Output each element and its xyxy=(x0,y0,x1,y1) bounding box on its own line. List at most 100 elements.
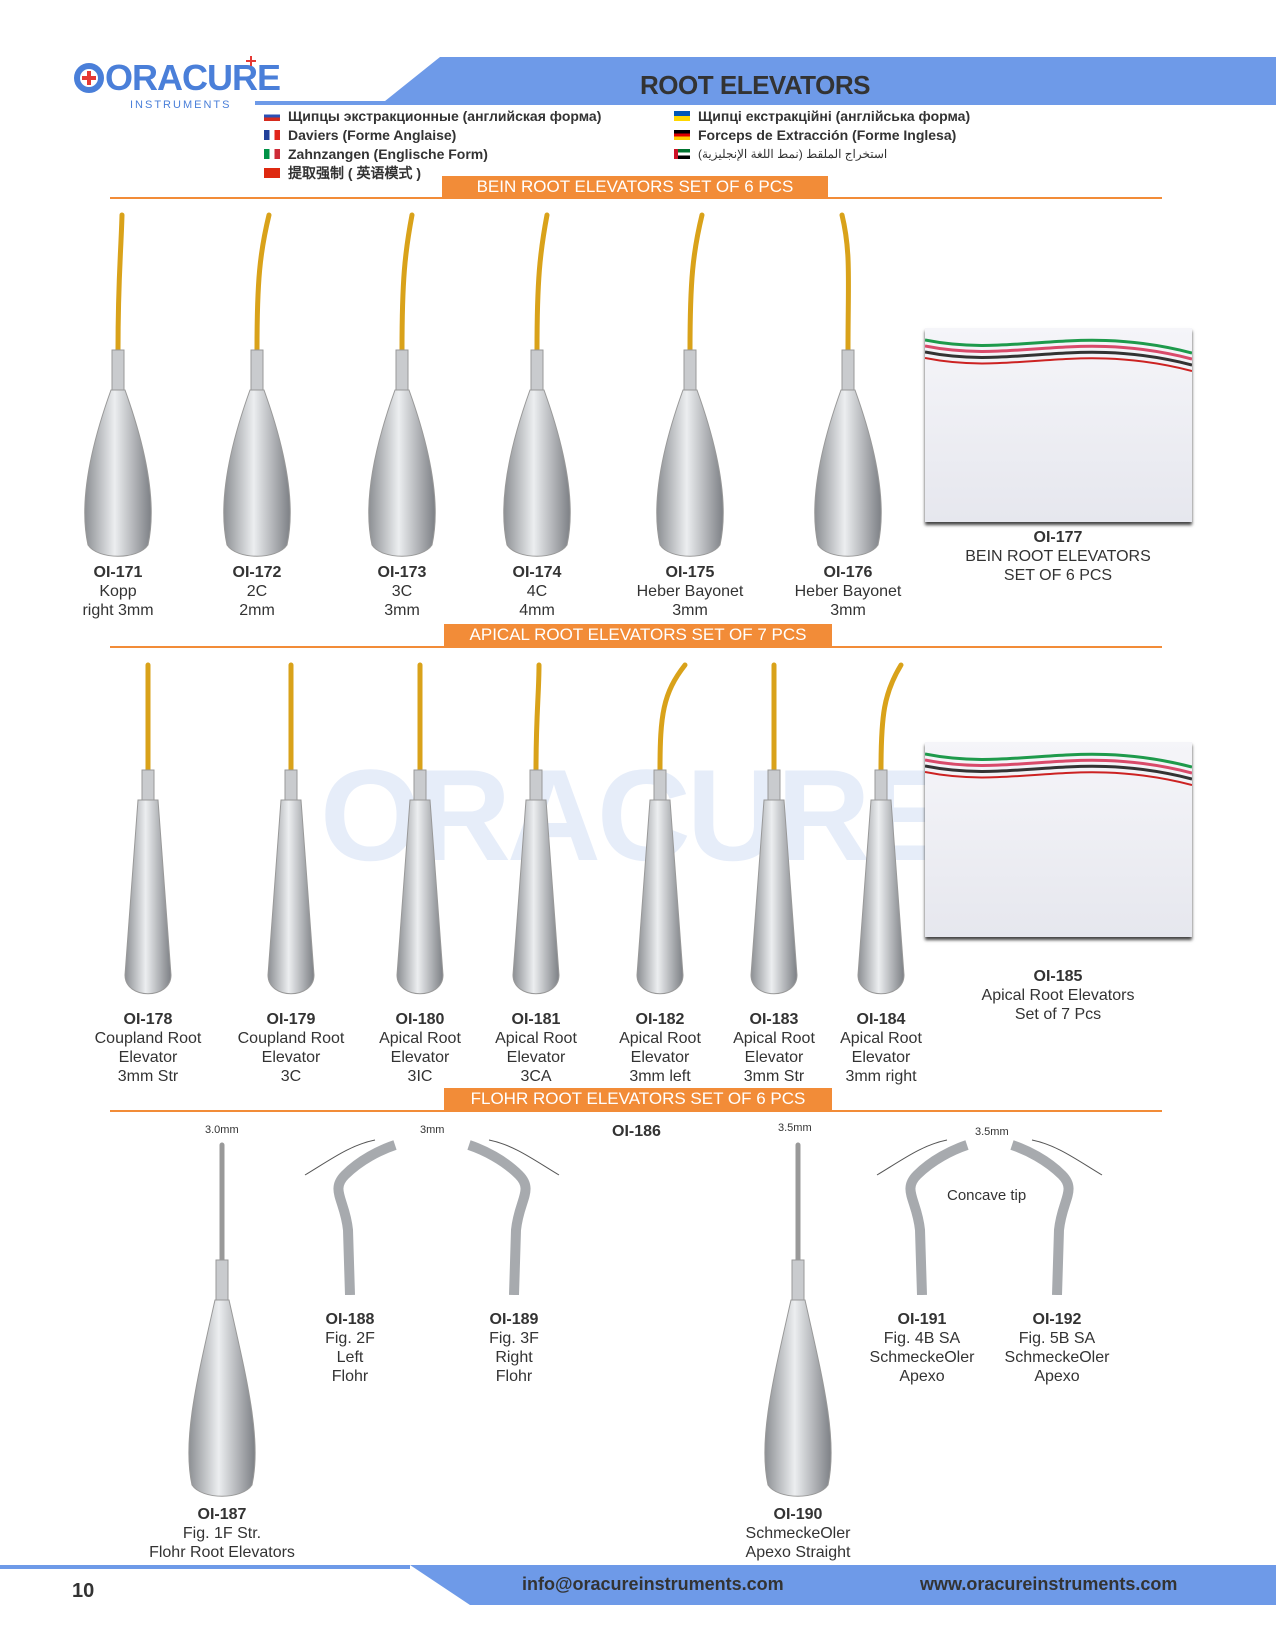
product-desc: Elevator xyxy=(118,1049,178,1066)
instrument-image xyxy=(645,210,735,565)
set-case-bein xyxy=(925,328,1192,522)
product-desc: 3IC xyxy=(407,1068,433,1085)
product-desc: 3C xyxy=(391,583,413,600)
section-title-bein: BEIN ROOT ELEVATORS SET OF 6 PCS xyxy=(442,176,828,198)
section-title-apical: APICAL ROOT ELEVATORS SET OF 7 PCS xyxy=(444,624,832,646)
instrument-tip-image xyxy=(290,1130,410,1300)
instrument-image xyxy=(357,210,447,565)
instrument-image xyxy=(492,210,582,565)
product-code: OI-187 xyxy=(197,1506,247,1523)
lang-text: Daviers (Forme Anglaise) xyxy=(288,127,457,143)
flag-it-icon xyxy=(264,149,280,159)
product-desc: Kopp xyxy=(99,583,137,600)
product-desc: Apical Root xyxy=(733,1030,815,1047)
product-desc: Fig. 1F Str. xyxy=(182,1525,262,1542)
instrument-image xyxy=(836,660,926,1005)
footer-email[interactable]: info@oracureinstruments.com xyxy=(522,1574,784,1594)
page-number: 10 xyxy=(72,1580,95,1602)
dimension-label: 3.5mm xyxy=(778,1122,812,1134)
brand-subtitle: INSTRUMENTS xyxy=(130,99,232,111)
product-desc: Apexo Straight xyxy=(745,1544,851,1561)
product-desc: 3mm xyxy=(830,602,866,619)
product-desc: Elevator xyxy=(851,1049,911,1066)
product-code: OI-173 xyxy=(377,564,427,581)
product-desc: Elevator xyxy=(506,1049,566,1066)
set-desc: BEIN ROOT ELEVATORS xyxy=(965,548,1151,565)
product-desc: Apexo xyxy=(899,1368,945,1385)
product-code: OI-190 xyxy=(773,1506,823,1523)
product-desc: Fig. 5B SA xyxy=(1018,1330,1096,1347)
product-desc: 4C xyxy=(526,583,548,600)
product-desc: Apical Root xyxy=(840,1030,922,1047)
flag-ru-icon xyxy=(264,111,280,121)
set-code: OI-185 xyxy=(1033,968,1083,985)
product-desc: Elevator xyxy=(390,1049,450,1066)
dimension-label: 3.5mm xyxy=(975,1126,1009,1138)
set-desc: Apical Root Elevators xyxy=(981,987,1135,1004)
lang-fr: Daviers (Forme Anglaise) xyxy=(264,127,456,143)
lang-text: Щипці екстракційні (англійська форма) xyxy=(698,108,971,124)
page-title: ROOT ELEVATORS xyxy=(640,70,870,100)
flag-de-icon xyxy=(674,130,690,140)
dimension-label: 3mm xyxy=(420,1124,445,1136)
product-desc: 4mm xyxy=(519,602,555,619)
case-stripes xyxy=(925,752,1192,786)
product-code: OI-192 xyxy=(1032,1311,1082,1328)
case-stripes xyxy=(925,338,1192,372)
product-desc: Flohr xyxy=(495,1368,533,1385)
product-desc: right 3mm xyxy=(82,602,154,619)
lang-text: 提取强制 ( 英语模式 ) xyxy=(288,165,421,181)
logo-circle-icon xyxy=(74,63,104,93)
instrument-image xyxy=(491,660,581,1005)
product-desc: 3mm right xyxy=(845,1068,917,1085)
product-desc: SchmeckeOler xyxy=(869,1349,975,1366)
product-desc: 3mm xyxy=(672,602,708,619)
concave-tip-note: Concave tip xyxy=(947,1187,1027,1204)
instrument-image xyxy=(753,1140,843,1505)
product-desc: Elevator xyxy=(630,1049,690,1066)
product-desc: Right xyxy=(495,1349,533,1366)
instrument-image xyxy=(212,210,302,565)
instrument-tip-image xyxy=(997,1130,1117,1300)
product-desc: Elevator xyxy=(261,1049,321,1066)
product-desc: Elevator xyxy=(744,1049,804,1066)
set-code-flohr: OI-186 xyxy=(612,1123,661,1140)
instrument-tip-image xyxy=(454,1130,574,1300)
lang-text: استخراج الملقط (نمط اللغة الإنجليزية) xyxy=(698,147,888,161)
lang-cn: 提取强制 ( 英语模式 ) xyxy=(264,165,421,181)
product-desc: Heber Bayonet xyxy=(794,583,902,600)
product-desc: Coupland Root xyxy=(94,1030,202,1047)
section-rule xyxy=(110,1110,1162,1112)
lang-ua: Щипці екстракційні (англійська форма) xyxy=(674,108,970,124)
product-code: OI-181 xyxy=(511,1011,561,1028)
product-desc: Apical Root xyxy=(379,1030,461,1047)
product-desc: Heber Bayonet xyxy=(636,583,744,600)
footer-website[interactable]: www.oracureinstruments.com xyxy=(920,1574,1178,1594)
instrument-image xyxy=(615,660,705,1005)
product-code: OI-174 xyxy=(512,564,562,581)
product-desc: Apical Root xyxy=(619,1030,701,1047)
set-desc: SET OF 6 PCS xyxy=(1003,567,1113,584)
product-code: OI-172 xyxy=(232,564,282,581)
instrument-image xyxy=(803,210,893,565)
product-desc: 2mm xyxy=(239,602,275,619)
instrument-image xyxy=(177,1140,267,1505)
product-desc: Apical Root xyxy=(495,1030,577,1047)
product-code: OI-178 xyxy=(123,1011,173,1028)
product-code: OI-176 xyxy=(823,564,873,581)
product-desc: Fig. 3F xyxy=(489,1330,539,1347)
